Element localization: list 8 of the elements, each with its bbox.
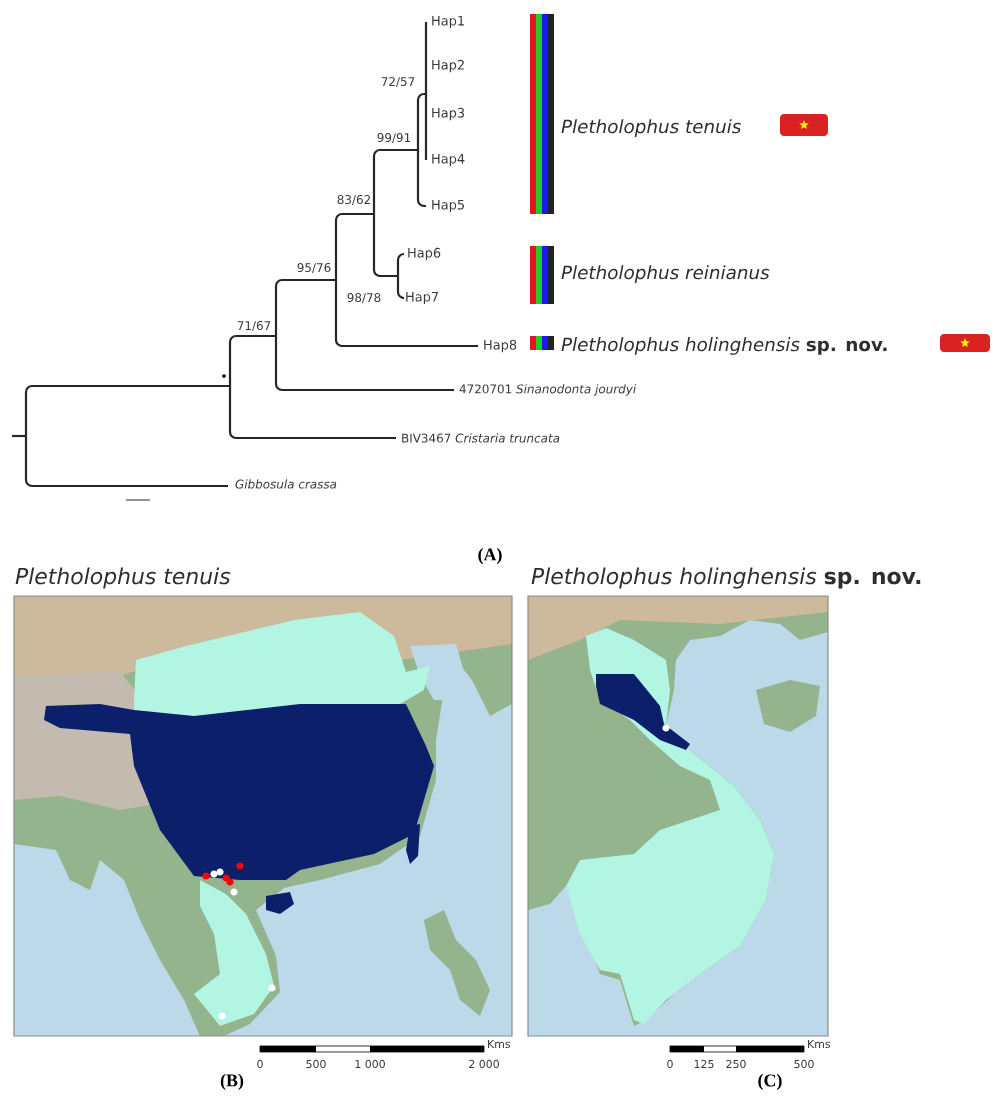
map-title: Pletholophus tenuis xyxy=(15,567,231,589)
species-name: Pletholophus reinianus xyxy=(561,265,770,283)
map-title: Pletholophus holinghensis sp. nov. xyxy=(531,567,921,589)
panel-letter: (B) xyxy=(220,1073,244,1091)
panel-letter: (A) xyxy=(478,547,502,565)
species-name: Pletholophus holinghensis sp. nov. xyxy=(561,337,887,355)
panel-letter: (C) xyxy=(758,1073,782,1091)
species-name: Pletholophus tenuis xyxy=(561,119,741,137)
